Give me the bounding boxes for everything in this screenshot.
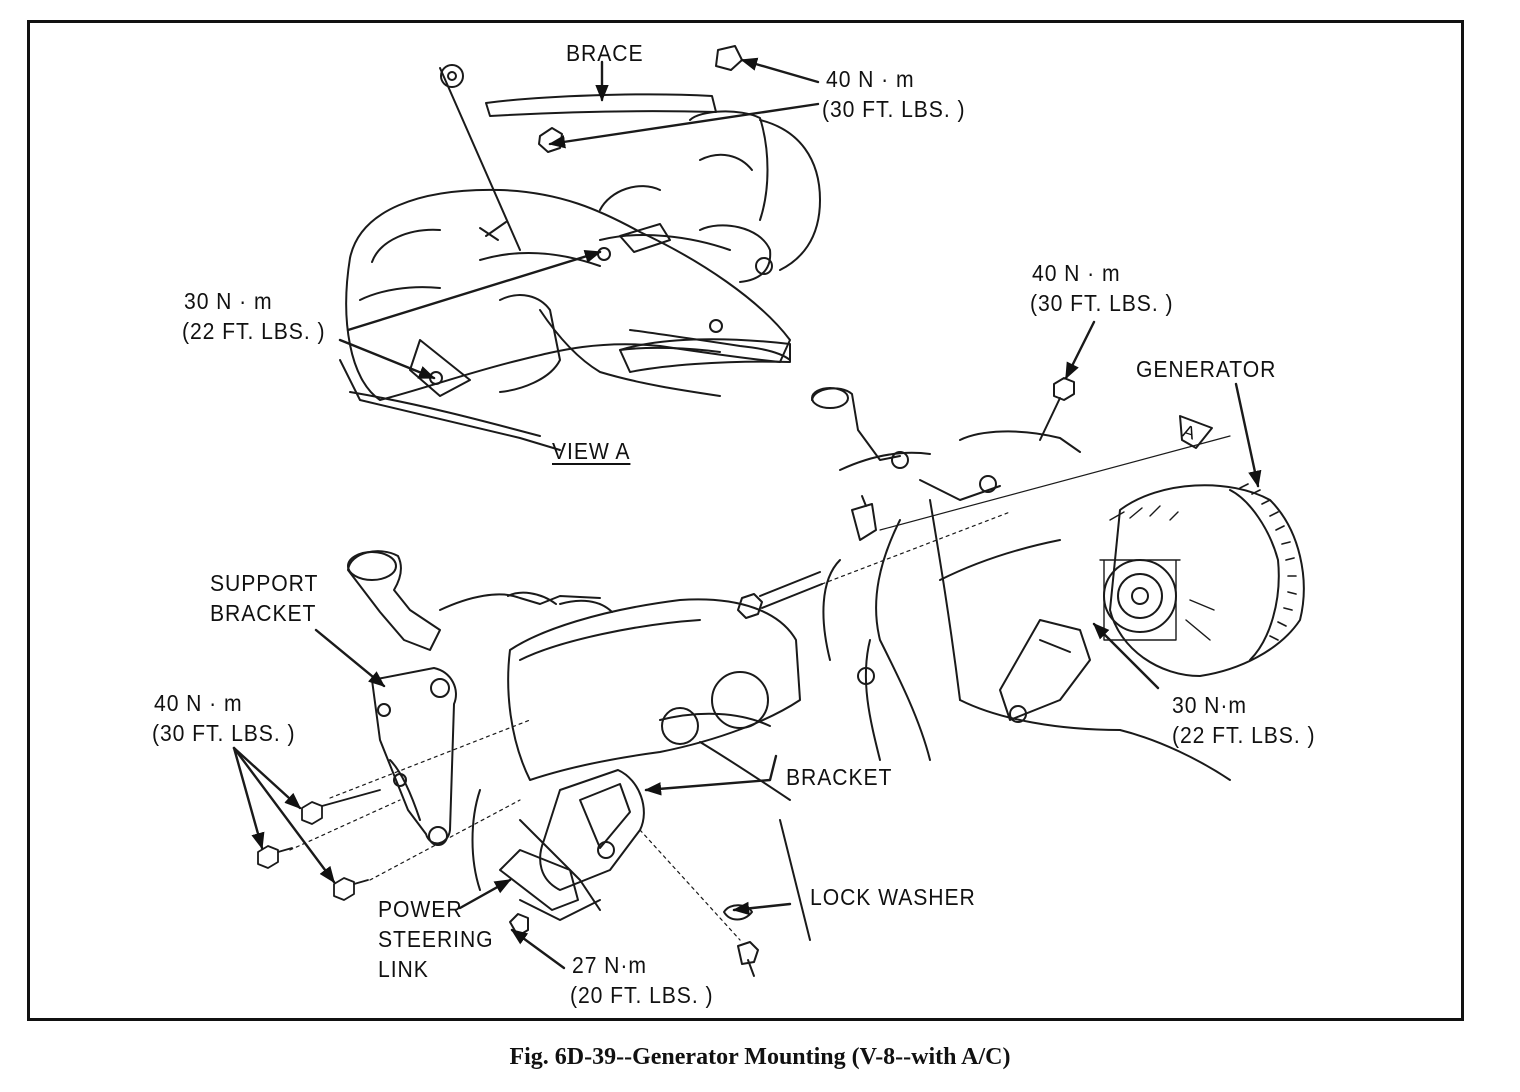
adjust-bracket-part [999, 619, 1091, 721]
bottom-torque-nm: 27 N·m [572, 952, 647, 978]
left-torque-nm: 40 N · m [154, 690, 243, 716]
right-nut [1053, 377, 1075, 401]
support-bracket-label-line1: SUPPORT [210, 570, 319, 596]
generator-label: GENERATOR [1136, 356, 1277, 382]
left-torque-ft: (30 FT. LBS. ) [152, 720, 296, 746]
torque-top-nm: 40 N · m [826, 66, 915, 92]
power-steering-link-part [499, 849, 579, 911]
exhaust-manifold [345, 188, 791, 401]
view-a-torque-ft: (22 FT. LBS. ) [182, 318, 326, 344]
right-torque-ft: (30 FT. LBS. ) [1030, 290, 1174, 316]
bracket-part [539, 769, 645, 891]
bolt [257, 845, 293, 869]
view-a-title: VIEW A [552, 438, 631, 464]
view-a-drawing [339, 45, 821, 451]
right-torque-nm: 40 N · m [1032, 260, 1121, 286]
view-a-torque-nm: 30 N · m [184, 288, 273, 314]
torque-top-ft: (30 FT. LBS. ) [822, 96, 966, 122]
support-bracket-label-line2: BRACKET [210, 600, 317, 626]
engine-right-drawing [737, 377, 1305, 781]
generator-torque-nm: 30 N·m [1172, 692, 1247, 718]
lock-washer-label: LOCK WASHER [810, 884, 976, 910]
figure-caption: Fig. 6D-39--Generator Mounting (V-8--wit… [509, 1044, 1011, 1070]
generator-pulley [1103, 559, 1177, 633]
bolt [301, 789, 381, 825]
bottom-torque-ft: (20 FT. LBS. ) [570, 982, 714, 1008]
figure-border [27, 20, 1464, 1021]
ps-link-label-line3: LINK [378, 956, 429, 982]
support-bracket-part [371, 667, 457, 845]
heater-hose [619, 338, 791, 373]
ps-link-label-line2: STEERING [378, 926, 494, 952]
bracket-label: BRACKET [786, 764, 893, 790]
view-a-arrow [1179, 415, 1213, 449]
top-nut [715, 45, 743, 71]
ps-link-label-line1: POWER [378, 896, 463, 922]
generator-part [1099, 483, 1305, 677]
through-bolt [737, 511, 1011, 619]
engine-left-drawing [257, 550, 811, 977]
brace-label: BRACE [566, 40, 644, 66]
bolt [333, 877, 369, 901]
valve-cover [507, 598, 801, 781]
leader-arrows [232, 57, 1262, 970]
generator-torque-ft: (22 FT. LBS. ) [1172, 722, 1316, 748]
thermostat-outlet [347, 550, 441, 651]
